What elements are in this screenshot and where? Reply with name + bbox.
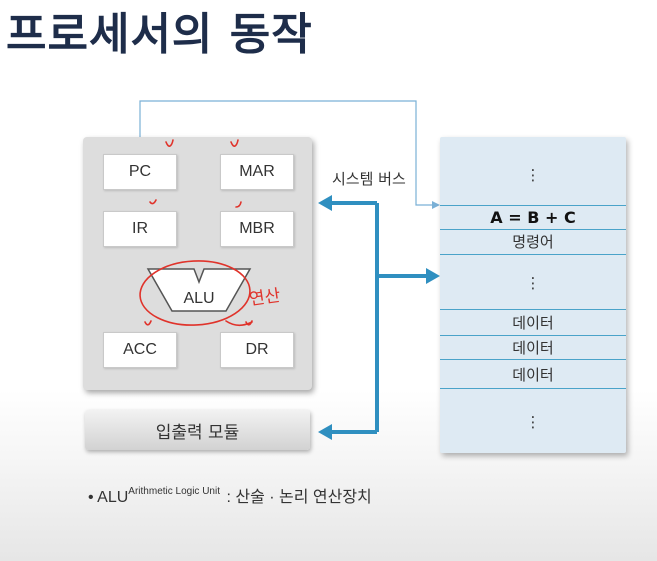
io-module: 입출력 모듈 [85, 410, 310, 450]
memory-divider [440, 359, 626, 360]
check-mark-mar [230, 139, 239, 147]
register-mbr: MBR [220, 211, 294, 247]
check-mark-ir [149, 199, 157, 205]
memory-divider [440, 335, 626, 336]
note-description: : 산술 · 논리 연산장치 [226, 489, 372, 506]
register-acc: ACC [103, 332, 177, 368]
memory-row-ellipsis: ⋮ [525, 274, 541, 292]
pc-to-memory-line [139, 100, 433, 206]
system-bus [330, 201, 426, 434]
handwritten-annotations [139, 139, 253, 327]
memory-divider [440, 205, 626, 206]
memory-block: ⋮ A = B + C 명령어 ⋮ 데이터 데이터 데이터 ⋮ [440, 137, 626, 453]
check-mark-pc [165, 139, 174, 147]
memory-row-ellipsis: ⋮ [525, 413, 541, 431]
alu-label: ALU [183, 290, 214, 307]
memory-row-ellipsis: ⋮ [525, 166, 541, 184]
cpu-panel: PC MAR IR MBR ACC DR [83, 137, 312, 390]
alu-definition-note: • ALUArithmetic Logic Unit : 산술 · 논리 연산장… [88, 483, 372, 507]
handwritten-annotation: 연산 [248, 286, 282, 310]
note-superscript: Arithmetic Logic Unit [128, 486, 220, 497]
check-mark-mbr [235, 201, 242, 208]
page-title: 프로세서의 동작 [6, 9, 313, 60]
memory-row-data: 데이터 [512, 339, 554, 357]
bus-arrowhead-io [318, 424, 332, 440]
bus-arrowhead-cpu [318, 195, 332, 211]
alu-circle-tail [225, 320, 253, 327]
memory-row-data: 데이터 [512, 314, 554, 332]
alu-shape [146, 268, 252, 312]
memory-divider [440, 309, 626, 310]
memory-row-instruction-text: A = B + C [490, 208, 576, 227]
note-term: ALU [97, 489, 129, 506]
memory-row-instruction-label: 명령어 [512, 233, 554, 251]
register-pc: PC [103, 154, 177, 190]
memory-divider [440, 229, 626, 230]
alu-circle [139, 260, 251, 326]
check-mark-acc [144, 320, 152, 326]
bus-arrowhead-memory [426, 268, 440, 284]
register-dr: DR [220, 332, 294, 368]
memory-divider [440, 254, 626, 255]
memory-divider [440, 388, 626, 389]
register-mar: MAR [220, 154, 294, 190]
register-ir: IR [103, 211, 177, 247]
system-bus-label: 시스템 버스 [332, 170, 406, 188]
note-bullet: • [88, 489, 94, 506]
memory-row-data: 데이터 [512, 366, 554, 384]
pc-to-memory-arrowhead [432, 201, 440, 209]
